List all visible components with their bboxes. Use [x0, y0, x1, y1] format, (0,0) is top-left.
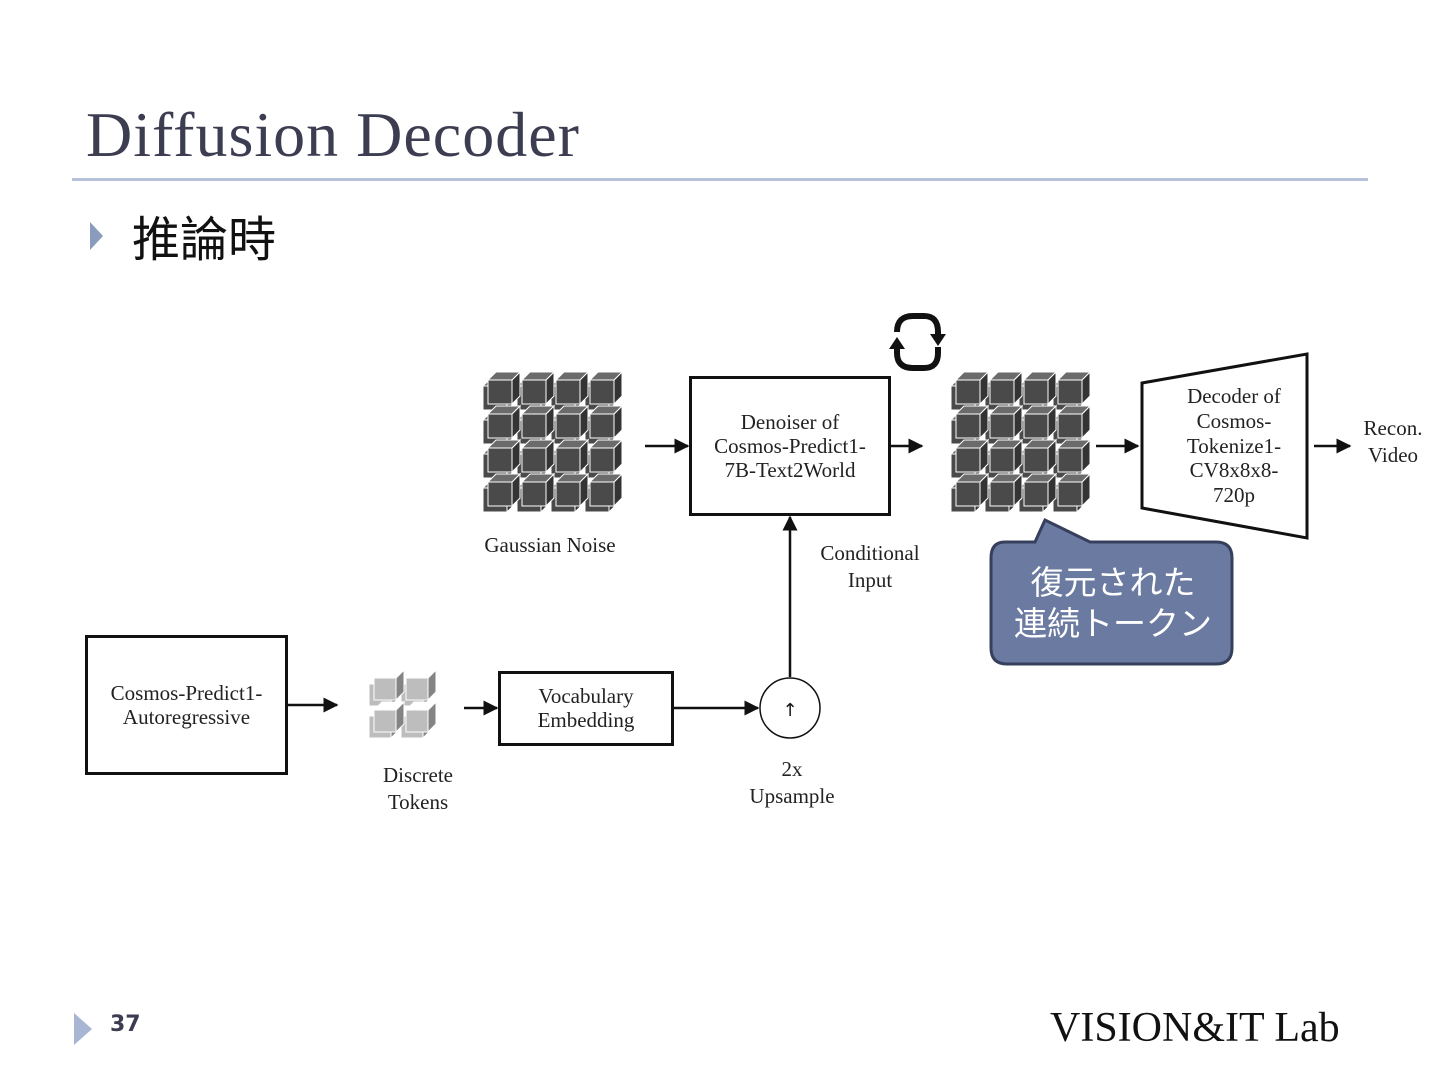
- bullet-arrow-icon: [90, 222, 103, 250]
- cube-face: [989, 481, 1015, 507]
- callout-bubble: [989, 517, 1234, 666]
- cube-top: [554, 439, 590, 449]
- cube-face: [405, 677, 429, 701]
- cube-face: [955, 447, 981, 473]
- discrete-token-tensor: [367, 668, 438, 740]
- cube-face: [555, 413, 581, 439]
- vocabulary-embedding-box: Vocabulary Embedding: [498, 671, 674, 746]
- cube-top: [588, 439, 624, 449]
- cube-face: [1023, 447, 1049, 473]
- cube-face: [521, 413, 547, 439]
- cube-face: [487, 379, 513, 405]
- cube-face: [487, 481, 513, 507]
- cube-top: [588, 473, 624, 483]
- title-divider: [72, 178, 1368, 181]
- decoder-trapezoid: [1140, 352, 1309, 540]
- cube-top: [954, 405, 990, 415]
- cube-top: [372, 701, 406, 711]
- cube-top: [404, 669, 438, 679]
- cube-face: [1057, 379, 1083, 405]
- decoder-label: Decoder of Cosmos- Tokenize1- CV8x8x8- 7…: [1186, 384, 1282, 508]
- cube-top: [954, 439, 990, 449]
- cube-top: [1056, 405, 1092, 415]
- slide-title: Diffusion Decoder: [86, 99, 580, 170]
- cube-top: [520, 405, 556, 415]
- cube-top: [1022, 439, 1058, 449]
- lab-logo: VISION&IT Lab: [1050, 1005, 1340, 1051]
- cube-top: [520, 473, 556, 483]
- cube-top: [1022, 473, 1058, 483]
- cube-face: [487, 447, 513, 473]
- cube-top: [588, 405, 624, 415]
- cube-face: [1057, 447, 1083, 473]
- cube-top: [588, 371, 624, 381]
- upsample-label: 2x Upsample: [749, 757, 835, 809]
- cube-face: [1057, 413, 1083, 439]
- discrete-tokens-label: Discrete Tokens: [383, 763, 453, 815]
- bullet-text: 推論時: [132, 212, 277, 268]
- cube-face: [589, 379, 615, 405]
- cube-face: [955, 481, 981, 507]
- refresh-loop-icon: [889, 313, 946, 371]
- callout-text: 復元された 連続トークン: [1014, 563, 1212, 644]
- reconstructed-token-tensor: [949, 370, 1092, 514]
- cube-face: [487, 413, 513, 439]
- cube-face: [955, 379, 981, 405]
- cube-top: [520, 371, 556, 381]
- cube-top: [988, 473, 1024, 483]
- conditional-input-label: Conditional Input: [820, 541, 920, 593]
- cube-face: [521, 481, 547, 507]
- cube-face: [589, 447, 615, 473]
- cube-top: [486, 405, 522, 415]
- cube-top: [954, 473, 990, 483]
- cube-top: [1056, 439, 1092, 449]
- cube-face: [555, 481, 581, 507]
- cube-top: [988, 405, 1024, 415]
- page-number: 37: [110, 1012, 141, 1037]
- cube-top: [954, 371, 990, 381]
- cube-top: [1056, 473, 1092, 483]
- cube-top: [404, 701, 438, 711]
- cube-top: [486, 439, 522, 449]
- cube-top: [1022, 405, 1058, 415]
- cube-face: [521, 447, 547, 473]
- cube-top: [554, 473, 590, 483]
- cube-top: [486, 473, 522, 483]
- upsample-symbol: ↑: [782, 700, 797, 721]
- cube-face: [405, 709, 429, 733]
- page-arrow-icon: [74, 1013, 92, 1045]
- cube-top: [520, 439, 556, 449]
- cube-top: [988, 439, 1024, 449]
- cube-face: [989, 379, 1015, 405]
- cube-face: [589, 413, 615, 439]
- cube-face: [1057, 481, 1083, 507]
- cube-face: [555, 379, 581, 405]
- cube-top: [554, 405, 590, 415]
- cube-face: [989, 447, 1015, 473]
- cube-face: [521, 379, 547, 405]
- cube-face: [589, 481, 615, 507]
- cube-face: [1023, 379, 1049, 405]
- cube-face: [989, 413, 1015, 439]
- cube-top: [372, 669, 406, 679]
- cube-face: [555, 447, 581, 473]
- gaussian-noise-label: Gaussian Noise: [484, 533, 616, 557]
- cube-top: [988, 371, 1024, 381]
- cube-face: [373, 709, 397, 733]
- gaussian-noise-tensor: [481, 370, 624, 514]
- denoiser-box: Denoiser of Cosmos-Predict1- 7B-Text2Wor…: [689, 376, 891, 516]
- cube-face: [1023, 481, 1049, 507]
- upsample-node: [759, 677, 821, 739]
- cube-top: [554, 371, 590, 381]
- cube-top: [486, 371, 522, 381]
- cube-face: [955, 413, 981, 439]
- autoregressive-box: Cosmos-Predict1- Autoregressive: [85, 635, 288, 775]
- cube-top: [1056, 371, 1092, 381]
- cube-face: [1023, 413, 1049, 439]
- cube-face: [373, 677, 397, 701]
- cube-top: [1022, 371, 1058, 381]
- output-label: Recon. Video: [1363, 416, 1423, 468]
